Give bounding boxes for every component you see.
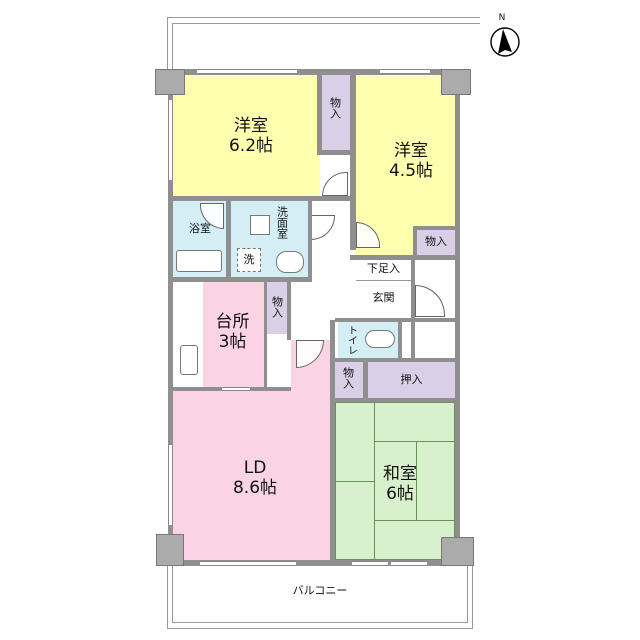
window-bottom-3 [391,561,427,566]
storage-4-label: 物入 [341,367,355,389]
wall-bath-bottom [173,277,312,282]
kitchen-sink [180,345,198,375]
western-room-2-name: 洋室 [394,141,428,161]
wall-storage3-right [287,282,291,340]
closet[interactable] [368,362,455,398]
wall-storage2-left [413,226,417,260]
bathtub [176,250,222,272]
wall-entrance-right [411,260,415,322]
ld-name: LD [243,458,267,478]
storage-3-label: 物入 [270,296,284,318]
western-room-2-size: 4.5帖 [388,161,434,181]
western-room-4-5[interactable] [356,75,455,255]
storage-1[interactable] [322,75,350,150]
outer-wall-top [168,69,458,75]
window-left-1 [168,100,173,180]
top-balcony-outer [167,17,480,77]
ld-size: 8.6帖 [232,478,278,498]
storage-2[interactable] [417,230,455,255]
wall-storage4-right [363,362,368,402]
toilet-bowl [365,330,395,348]
utility-space [415,322,455,362]
window-top-1 [197,69,297,74]
bottom-balcony-outer [167,566,473,629]
wall-toilet-top [335,318,460,322]
shoe-closet[interactable] [356,260,411,278]
western-room-1-name: 洋室 [234,116,268,136]
wall-toilet-right [398,322,402,362]
japanese-room-size: 6帖 [386,484,414,504]
entrance-label: 玄関 [372,291,395,304]
japanese-room-name: 和室 [383,464,417,484]
kitchen-size: 3帖 [218,332,247,352]
wash-basin [276,251,304,273]
pillar-top-left [155,69,185,95]
wall-storage3-left [264,282,267,387]
window-top-2 [380,69,430,74]
window-left-2 [168,445,173,525]
wall-wash-right [308,201,312,281]
tatami-3 [374,402,455,442]
washer-space [237,248,261,272]
wall-wr1-bottom [173,196,353,201]
wall-closet-bottom [335,398,460,402]
wall-utility-left [411,322,415,362]
compass: N [488,13,524,58]
pillar-bottom-left [156,534,184,566]
top-balcony-inner [172,23,480,77]
window-bottom-2 [352,561,388,566]
window-bottom-1 [200,561,296,566]
north-arrow-icon [490,27,520,57]
ventilation-fan [250,215,270,235]
front-door[interactable] [415,285,445,317]
closet-label: 押入 [400,373,423,386]
door-western-room-1[interactable] [322,172,348,196]
wall-storage1-bottom [317,150,353,155]
wall-bath-wash [226,201,231,281]
pillar-bottom-right [441,537,474,566]
kitchen-passthrough [222,387,250,391]
wall-wr1-wr2 [350,75,356,250]
compass-label: N [498,13,506,23]
outer-wall-right [455,69,460,566]
shoe-closet-label: 下足入 [367,262,400,275]
entrance[interactable] [356,280,411,320]
washer-label: 洗 [243,253,255,266]
western-room-6-2[interactable] [173,75,320,197]
bath-label: 浴室 [189,222,211,235]
storage-2-label: 物入 [425,235,447,248]
storage-3[interactable] [267,282,287,334]
western-room-1-size: 6.2帖 [228,136,274,156]
wall-toilet-bottom [335,358,460,362]
washroom-label: 洗面室 [275,206,289,239]
wall-wr2-bottom [350,255,460,260]
kitchen-name: 台所 [215,312,250,332]
toilet-label: トイレ [345,325,357,355]
pillar-top-right [441,69,471,95]
kitchen[interactable] [203,282,266,387]
storage-4[interactable] [335,362,363,400]
wall-ld-japanese [330,320,335,566]
tatami-2 [335,481,375,560]
tatami-1 [335,402,375,482]
living-dining[interactable] [173,391,330,560]
balcony-label: バルコニー [292,584,348,597]
storage-1-label: 物入 [328,97,342,119]
wall-storage1-left [317,75,322,155]
wall-storage2 [413,226,455,230]
outer-wall-bottom [168,560,460,566]
outer-wall-left [168,69,173,566]
bottom-balcony-inner [172,566,468,623]
